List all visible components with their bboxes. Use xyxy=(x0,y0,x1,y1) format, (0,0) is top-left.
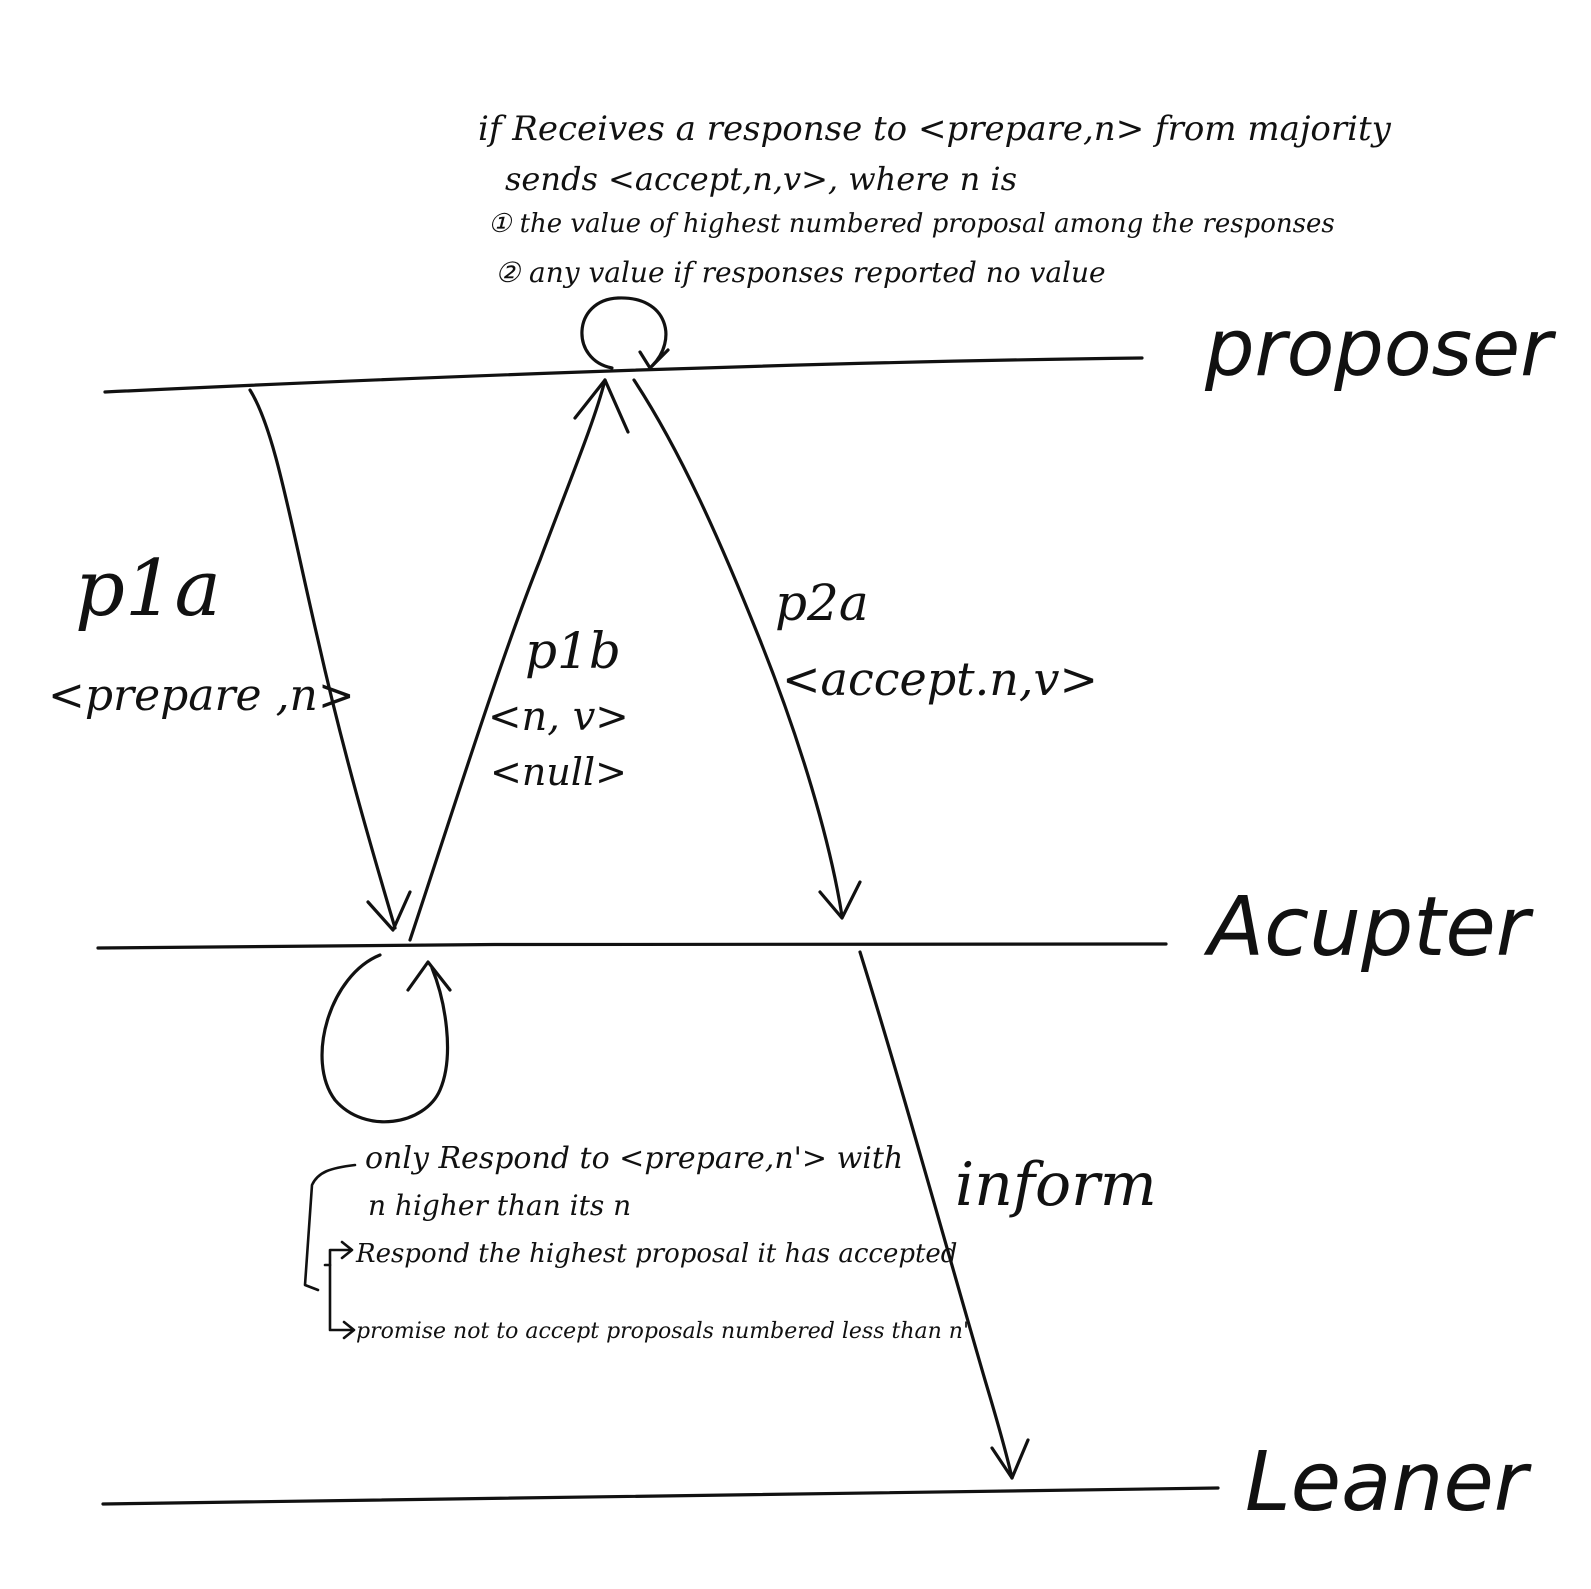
acceptor-note-line-4: promise not to accept proposals numbered… xyxy=(356,1319,969,1344)
p1b-message-label-1: <n, v> xyxy=(488,694,629,740)
inform-arrow xyxy=(858,950,1014,1480)
acceptor-note-bracket-arrow1 xyxy=(323,1248,352,1267)
p1b-message-label-2: <null> xyxy=(490,750,627,794)
inform-label: inform xyxy=(955,1150,1157,1220)
p2a-arrowhead xyxy=(818,880,862,920)
acceptor-loop-arrowhead xyxy=(406,960,452,992)
learner-lane-line xyxy=(101,1486,1220,1506)
inform-arrowhead xyxy=(990,1438,1030,1480)
proposer-self-loop xyxy=(580,296,668,370)
acceptor-note-bracket-arrow2 xyxy=(328,1263,354,1332)
p1b-arrowhead xyxy=(573,378,630,434)
proposer-note-line-4: ② any value if responses reported no val… xyxy=(495,256,1106,289)
proposer-note-line-2: sends <accept,n,v>, where n is xyxy=(505,160,1017,198)
p2a-phase-label: p2a xyxy=(775,574,869,632)
p1a-phase-label: p1a xyxy=(75,544,221,634)
proposer-lane-line xyxy=(103,356,1144,394)
p1b-arrow xyxy=(408,378,607,942)
acceptor-note-line-3: Respond the highest proposal it has acce… xyxy=(355,1239,957,1269)
acceptor-lane-label: Acupter xyxy=(1203,880,1534,975)
learner-lane-label: Leaner xyxy=(1245,1435,1532,1530)
acceptor-note-arrowhead2 xyxy=(342,1320,356,1340)
acceptor-self-loop xyxy=(320,953,450,1124)
p1a-message-label: <prepare ,n> xyxy=(48,670,355,721)
proposer-note-line-3: ① the value of highest numbered proposal… xyxy=(488,209,1335,239)
p1a-arrow xyxy=(248,388,397,930)
proposer-note-line-1: if Receives a response to <prepare,n> fr… xyxy=(478,109,1392,149)
acceptor-note-arrowhead1 xyxy=(340,1240,354,1260)
proposer-lane-label: proposer xyxy=(1204,304,1557,394)
p2a-arrow xyxy=(632,378,844,918)
p2a-message-label: <accept.n,v> xyxy=(782,652,1098,706)
p1b-phase-label: p1b xyxy=(525,622,621,680)
acceptor-note-bracket xyxy=(303,1163,357,1292)
p1a-arrowhead xyxy=(366,890,412,932)
acceptor-lane-line xyxy=(96,941,1168,950)
proposer-loop-arrowhead xyxy=(638,348,670,370)
acceptor-note-line-2: n higher than its n xyxy=(368,1189,631,1222)
acceptor-note-line-1: only Respond to <prepare,n'> with xyxy=(365,1141,903,1176)
